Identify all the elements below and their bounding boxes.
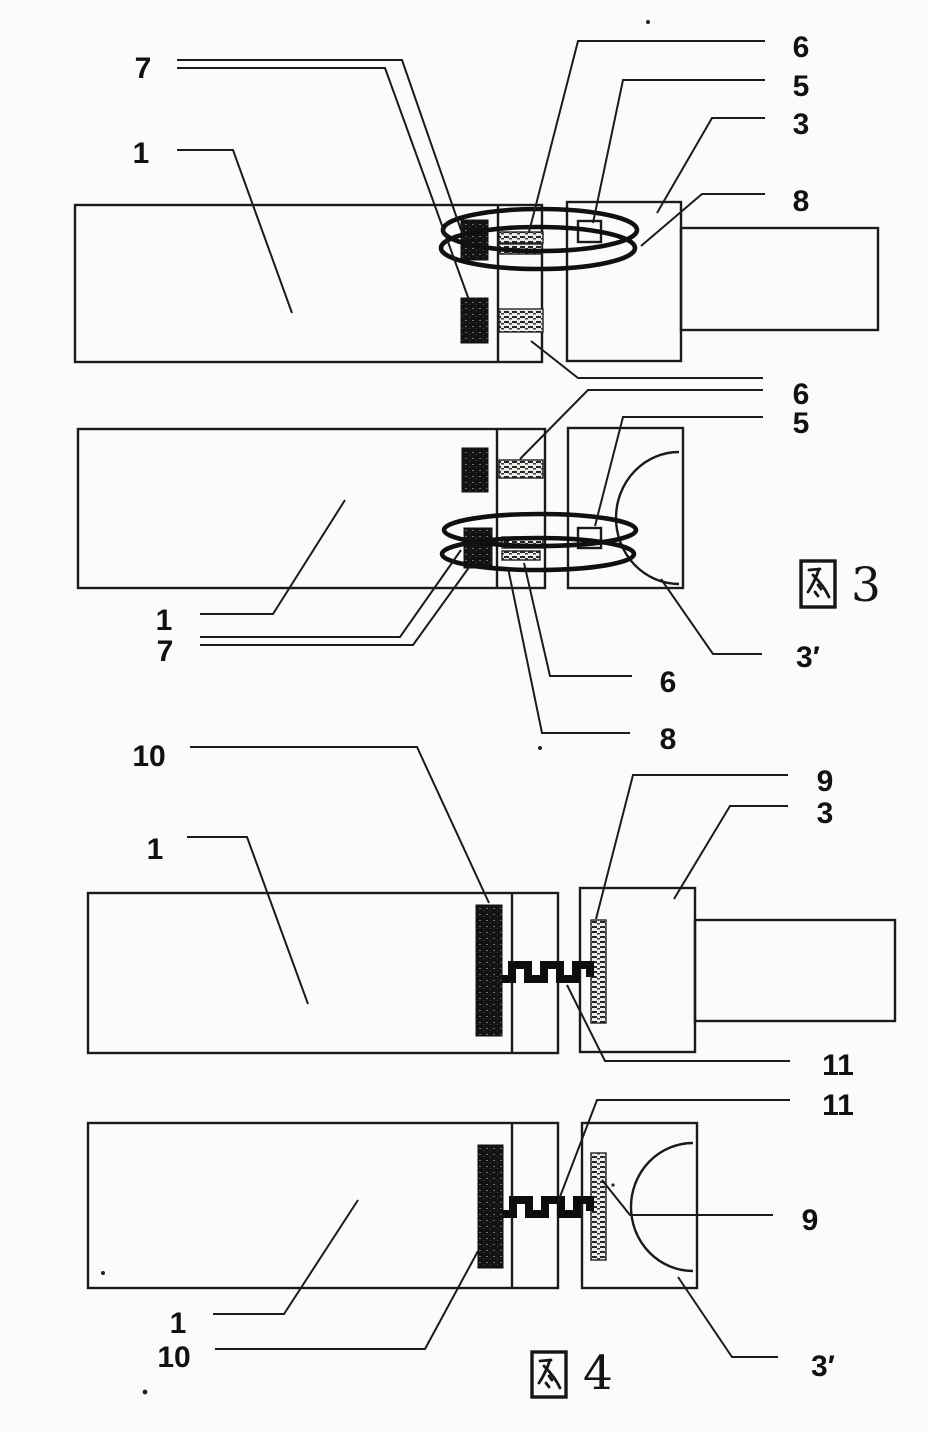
fig3-label-8-topright: 8 (793, 185, 810, 218)
fig4-label-9-topright: 9 (817, 765, 834, 798)
fig3-label-3prime: 3′ (796, 641, 820, 674)
speckle-dot (142, 1389, 148, 1395)
fig3-leader-5-topright (592, 79, 765, 224)
fig4-leader-10-top (190, 746, 490, 904)
fig3-leader-5-mid (594, 416, 763, 527)
fig3-label-8-bottom: 8 (660, 723, 677, 756)
fig3-upper-ring-block-7b (460, 297, 489, 344)
fig3-upper-shaft (679, 226, 880, 332)
fig3-caption: 3 (799, 558, 881, 613)
fig3-label-1-bottomleft: 1 (156, 604, 173, 637)
fig3-upper-ring-8b (438, 224, 638, 272)
fig3-leader-6-mid-b (519, 389, 763, 460)
fig3-lower-ring-8a (441, 511, 639, 549)
fig4-leader-11-upper (566, 984, 790, 1062)
fig3-leader-1-bottomleft (200, 499, 346, 615)
fig3-leader-8-topright (640, 193, 765, 247)
fig3-leader-8-bottom (507, 567, 630, 734)
fig4-lower-block-3p (580, 1121, 699, 1290)
fig3-lower-ring-8b (439, 535, 637, 573)
fig4-lower-plate-10 (477, 1144, 504, 1269)
fig4-upper-crimp-wire-11 (502, 961, 594, 983)
fig3-upper-contact-bar-6c (498, 308, 544, 333)
fig3-leader-3-topright (656, 117, 765, 214)
fig4-label-11-upper: 11 (822, 1049, 854, 1082)
fig4-upper-shaft (693, 918, 897, 1023)
fig3-upper-ring-block-7a (460, 219, 489, 261)
fig4-lower-socket-arc (629, 1141, 694, 1273)
fig3-label-1-top: 1 (133, 137, 150, 170)
fig3-leader-7-bottomleft-b (200, 565, 471, 646)
fig4-label-10-top: 10 (132, 740, 165, 773)
figure-3: 7 1 6 5 3 8 6 5 1 7 6 8 3′ (73, 31, 881, 756)
fig3-leader-3prime (660, 578, 762, 655)
fig3-leader-7a (177, 59, 462, 231)
fig3-label-3-topright: 3 (793, 108, 810, 141)
fig3-upper-contact-bar-6a (498, 231, 544, 244)
fig3-leader-1-top (177, 149, 293, 314)
fig3-lower-contact-bar-6c (501, 550, 541, 561)
speckle-dot (646, 20, 650, 24)
fig3-upper-body-1 (73, 203, 544, 364)
fig3-leader-6-topright (528, 40, 765, 233)
speckle-dot (538, 746, 542, 750)
speckle-dot (611, 1183, 615, 1187)
fig3-lower-ring-block-7a (461, 447, 489, 493)
fig3-leader-6-mid-a (530, 340, 763, 379)
fig3-lower-block-3p (566, 426, 685, 590)
scan-speckles (101, 20, 650, 1395)
fig3-caption-tu-strokes (806, 567, 831, 599)
fig3-lower-ring-block-7b (463, 527, 493, 569)
fig3-label-6-bottom: 6 (660, 666, 677, 699)
fig4-leader-3prime (677, 1276, 778, 1358)
fig3-lower-socket-arc (614, 450, 680, 586)
fig3-caption-number: 3 (851, 558, 881, 613)
fig4-caption-tu-strokes (537, 1358, 562, 1390)
fig4-leader-1-top (187, 836, 309, 1005)
fig3-label-7-top: 7 (135, 52, 152, 85)
fig4-upper-plate-10 (475, 904, 503, 1037)
fig4-caption-tu-icon (530, 1350, 568, 1399)
speckle-dot (101, 1271, 105, 1275)
fig3-label-6-mid: 6 (793, 378, 810, 411)
fig3-leader-6-bottom (523, 562, 632, 677)
figure-4: 10 1 9 3 11 11 9 3′ 1 10 4 (86, 740, 897, 1401)
fig4-label-10-bottomleft: 10 (157, 1341, 190, 1374)
fig4-label-1-bottomleft: 1 (170, 1307, 187, 1340)
fig4-leader-3-topright (673, 805, 788, 900)
fig3-leader-7-bottomleft-a (200, 549, 462, 638)
fig4-label-3-topright: 3 (817, 797, 834, 830)
fig3-lower-contact-bar-6a (498, 459, 544, 479)
fig4-label-3prime: 3′ (811, 1350, 835, 1383)
fig4-label-11-lower: 11 (822, 1089, 854, 1122)
fig3-label-6-topright: 6 (793, 31, 810, 64)
fig4-leader-9-right (601, 1179, 773, 1216)
fig4-caption: 4 (530, 1346, 613, 1401)
fig4-leader-1-bottomleft (213, 1199, 359, 1315)
fig4-label-9-right: 9 (802, 1204, 819, 1237)
fig3-leader-7b (177, 67, 470, 301)
fig4-leader-9-topright (595, 774, 788, 920)
fig4-caption-number: 4 (583, 1346, 613, 1401)
fig4-lower-crimp-wire-11 (503, 1196, 594, 1218)
fig3-label-5-topright: 5 (793, 70, 810, 103)
fig3-caption-tu-icon (799, 559, 837, 609)
fig4-label-1-top: 1 (147, 833, 164, 866)
fig3-label-7-bottomleft: 7 (157, 635, 174, 668)
fig4-leader-11-lower (557, 1099, 790, 1203)
fig3-label-5-mid: 5 (793, 407, 810, 440)
fig3-lower-body-1 (76, 427, 547, 590)
fig4-leader-10-bottomleft (215, 1250, 479, 1350)
